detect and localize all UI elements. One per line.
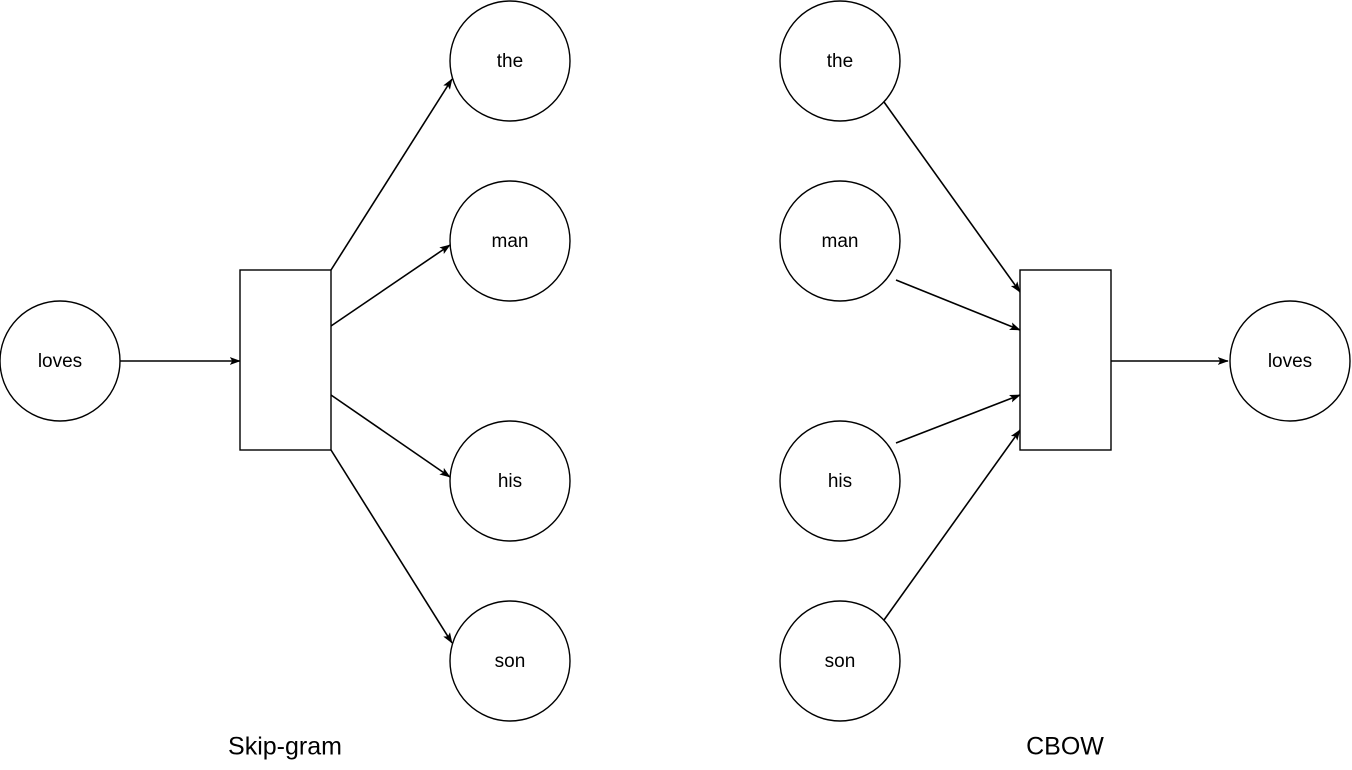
projection-layer-cbow[interactable] bbox=[1019, 269, 1112, 451]
edge-cbow-son-to-projection bbox=[883, 429, 1021, 621]
captions-layer: Skip-gram CBOW bbox=[228, 733, 1104, 761]
node-label-loves: loves bbox=[1268, 351, 1312, 372]
node-label-man: man bbox=[492, 231, 529, 252]
node-cbow-man[interactable]: man bbox=[779, 180, 901, 302]
node-label-son: son bbox=[825, 651, 856, 672]
node-skip-gram-the[interactable]: the bbox=[449, 0, 571, 122]
node-skip-gram-his[interactable]: his bbox=[449, 420, 571, 542]
edges-layer bbox=[120, 78, 1229, 644]
node-circle-son bbox=[449, 600, 571, 722]
node-label-the: the bbox=[497, 51, 523, 72]
projection-rect-skip-gram bbox=[239, 269, 332, 451]
edge-skip-gram-projection-to-son bbox=[330, 449, 453, 644]
node-circle-man bbox=[449, 180, 571, 302]
caption-skip-gram: Skip-gram bbox=[228, 733, 342, 761]
projection-rect-cbow bbox=[1019, 269, 1112, 451]
node-circle-loves bbox=[1229, 300, 1351, 422]
node-label-man: man bbox=[822, 231, 859, 252]
edge-cbow-man-to-projection bbox=[895, 279, 1021, 331]
projection-layer-skip-gram[interactable] bbox=[239, 269, 332, 451]
node-skip-gram-son[interactable]: son bbox=[449, 600, 571, 722]
node-circle-his bbox=[779, 420, 901, 542]
edge-cbow-the-to-projection bbox=[883, 101, 1021, 293]
node-label-the: the bbox=[827, 51, 853, 72]
node-label-son: son bbox=[495, 651, 526, 672]
node-skip-gram-man[interactable]: man bbox=[449, 180, 571, 302]
edge-cbow-his-to-projection bbox=[895, 394, 1021, 444]
node-circle-his bbox=[449, 420, 571, 542]
node-circle-the bbox=[779, 0, 901, 122]
node-cbow-his[interactable]: his bbox=[779, 420, 901, 542]
edge-skip-gram-projection-to-the bbox=[330, 78, 453, 271]
node-cbow-son[interactable]: son bbox=[779, 600, 901, 722]
node-circle-son bbox=[779, 600, 901, 722]
nodes-layer: loves the man his son the man his son loves bbox=[0, 0, 1351, 722]
node-skip-gram-loves[interactable]: loves bbox=[0, 300, 121, 422]
edge-skip-gram-projection-to-his bbox=[330, 394, 451, 478]
node-label-his: his bbox=[498, 471, 522, 492]
caption-cbow: CBOW bbox=[1026, 733, 1104, 761]
node-cbow-loves[interactable]: loves bbox=[1229, 300, 1351, 422]
node-label-loves: loves bbox=[38, 351, 82, 372]
node-label-his: his bbox=[828, 471, 852, 492]
node-circle-the bbox=[449, 0, 571, 122]
edge-skip-gram-projection-to-man bbox=[330, 244, 451, 327]
node-cbow-the[interactable]: the bbox=[779, 0, 901, 122]
node-circle-man bbox=[779, 180, 901, 302]
node-circle-loves bbox=[0, 300, 121, 422]
